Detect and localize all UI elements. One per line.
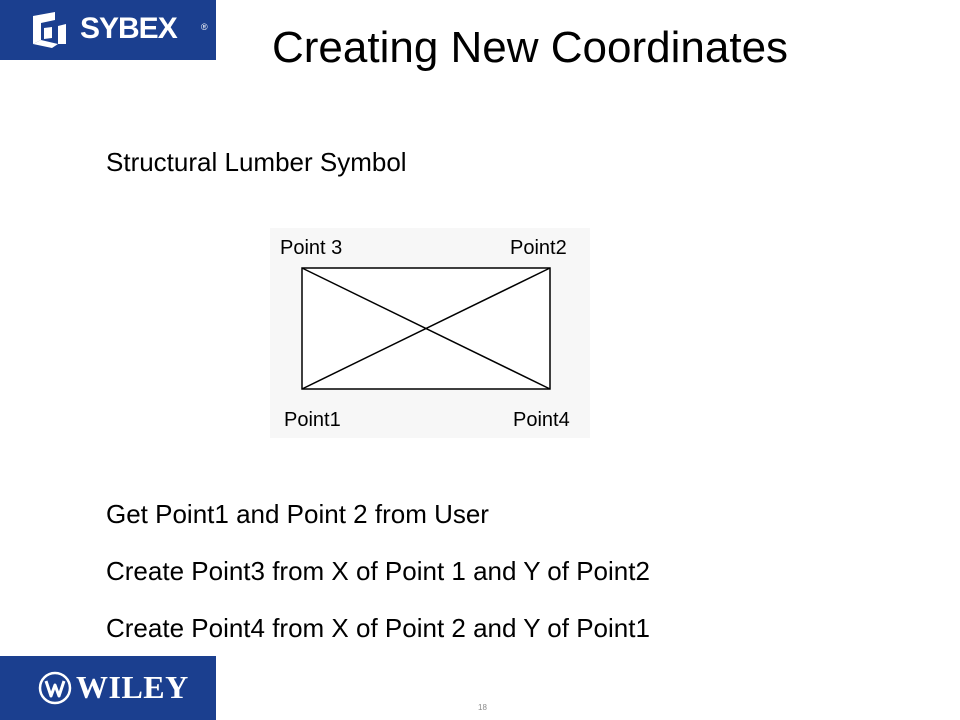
lumber-symbol-diagram bbox=[270, 228, 590, 438]
label-point3: Point 3 bbox=[280, 237, 343, 259]
lumber-symbol-figure: Point 3 Point2 Point1 Point4 bbox=[270, 228, 590, 438]
page-number: 18 bbox=[478, 703, 487, 712]
wiley-logo: WILEY bbox=[0, 656, 216, 720]
body-line-1: Get Point1 and Point 2 from User bbox=[106, 499, 489, 529]
label-point1: Point1 bbox=[284, 409, 341, 431]
diagonal-line-b bbox=[301, 267, 551, 390]
body-line-3: Create Point4 from X of Point 2 and Y of… bbox=[106, 613, 650, 643]
registered-mark: ® bbox=[201, 22, 208, 32]
body-line-2: Create Point3 from X of Point 1 and Y of… bbox=[106, 556, 650, 586]
wiley-seal-icon bbox=[38, 671, 72, 705]
sybex-logo-text: SYBEX bbox=[80, 12, 178, 45]
sybex-cube-icon bbox=[33, 12, 66, 48]
label-point4: Point4 bbox=[513, 409, 570, 431]
sybex-logo: SYBEX ® bbox=[0, 0, 216, 60]
slide-title: Creating New Coordinates bbox=[272, 23, 789, 72]
slide-subtitle: Structural Lumber Symbol bbox=[106, 147, 407, 177]
wiley-logo-text: WILEY bbox=[76, 669, 189, 705]
label-point2: Point2 bbox=[510, 237, 567, 259]
